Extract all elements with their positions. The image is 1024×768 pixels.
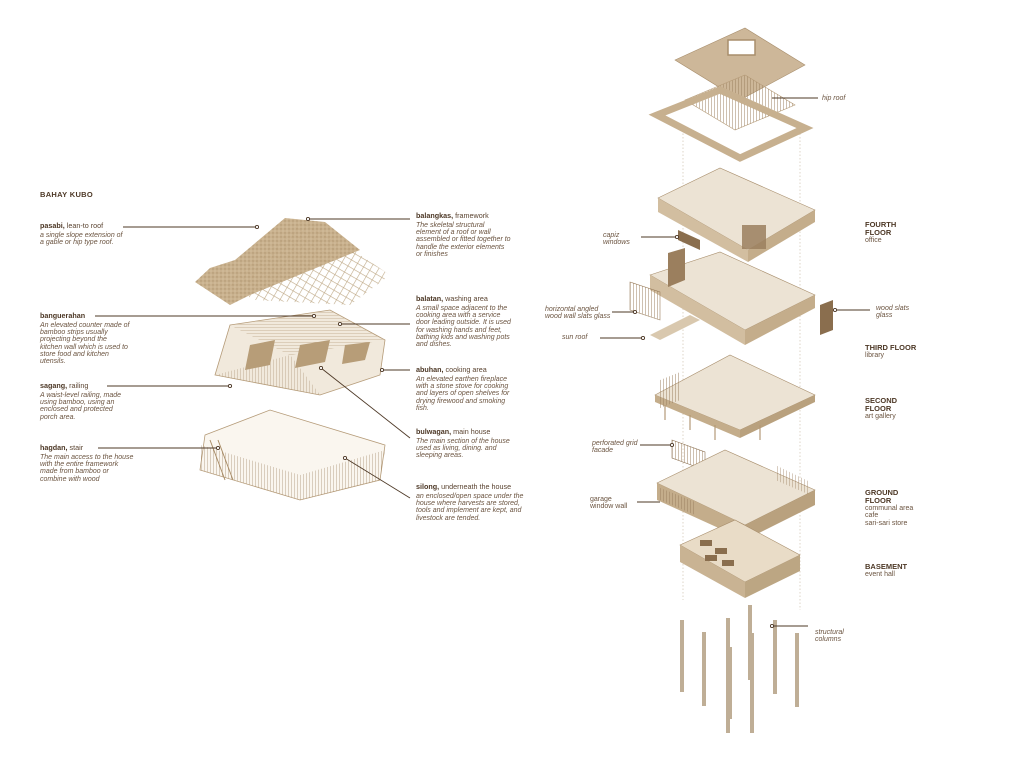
label-sagang: sagang, railing A waist-level railing, m… — [40, 382, 130, 421]
term-subtitle: railing — [67, 381, 89, 390]
floor-use: communal area — [865, 505, 914, 512]
label-abuhan: abuhan, cooking area An elevated earthen… — [416, 366, 516, 412]
floor-label-ground: GROUND FLOOR communal area cafe sari-sar… — [865, 489, 925, 527]
label-balangkas: balangkas, framework The skeletal struct… — [416, 212, 511, 258]
label-hagdan: hagdan, stair The main access to the hou… — [40, 444, 135, 483]
term-subtitle: underneath the house — [439, 482, 512, 491]
floor-name: THIRD FLOOR — [865, 343, 917, 352]
term-description: The skeletal structural element of a roo… — [416, 222, 511, 258]
term-description: The main section of the house used as li… — [416, 438, 510, 460]
term-subtitle: framework — [453, 211, 489, 220]
term: hagdan, — [40, 443, 68, 452]
label-banguerahan: banguerahan An elevated counter made of … — [40, 311, 130, 366]
term-subtitle: stair — [67, 443, 84, 452]
term-description: The main access to the house with the en… — [40, 454, 134, 483]
leader-lines — [95, 97, 870, 629]
callout-garage-window-wall: garage window wall — [590, 496, 628, 511]
term: balatan, — [416, 294, 444, 303]
term-description: An elevated counter made of bamboo strip… — [40, 322, 130, 366]
floor-use: art gallery — [865, 413, 896, 420]
floor-label-third: THIRD FLOOR library — [865, 343, 935, 360]
callout-horizontal-slats: horizontal angled wood wall slats glass — [545, 306, 611, 321]
term-description: a single slope extension of a gable or h… — [40, 232, 123, 247]
floor-label-fourth: FOURTH FLOOR office — [865, 220, 910, 245]
exploded-axonometric-drawing — [629, 27, 833, 733]
floor-name: FOURTH FLOOR — [865, 220, 897, 237]
callout-sun-roof: sun roof — [562, 334, 588, 341]
term: balangkas, — [416, 211, 454, 220]
term-subtitle: main house — [451, 427, 491, 436]
floor-name: GROUND FLOOR — [865, 488, 899, 505]
term-description: A waist-level railing, made using bamboo… — [40, 392, 122, 421]
floor-use: library — [865, 352, 885, 359]
floor-use: cafe — [865, 512, 879, 520]
term: pasabi, — [40, 221, 65, 230]
label-balatan: balatan, washing area A small space adja… — [416, 294, 516, 349]
term: abuhan, — [416, 365, 444, 374]
bahay-kubo-drawing — [195, 218, 390, 501]
floor-use: office — [865, 237, 882, 244]
label-bulwagan: bulwagan, main house The main section of… — [416, 428, 516, 460]
callout-wood-slats-glass: wood slats glass — [876, 305, 910, 320]
term: bulwagan, — [416, 427, 452, 436]
term-description: A small space adjacent to the cooking ar… — [416, 305, 511, 349]
label-pasabi: pasabi, lean-to roof a single slope exte… — [40, 221, 125, 247]
diagram-title: BAHAY KUBO — [40, 190, 94, 199]
term-description: An elevated earthen fireplace with a sto… — [416, 376, 510, 412]
term: silong, — [416, 482, 440, 491]
term-subtitle: washing area — [443, 294, 488, 303]
callout-capiz-windows: capiz windows — [603, 232, 630, 247]
term-subtitle: cooking area — [443, 365, 487, 374]
floor-name: BASEMENT — [865, 562, 908, 571]
term: sagang, — [40, 381, 68, 390]
label-silong: silong, underneath the house an enclosed… — [416, 483, 526, 522]
floor-label-basement: BASEMENT event hall — [865, 562, 925, 579]
callout-structural-columns: structural columns — [815, 629, 844, 644]
floor-use: event hall — [865, 571, 895, 578]
term-subtitle: lean-to roof — [64, 221, 104, 230]
term: banguerahan — [40, 311, 86, 320]
term-description: an enclosed/open space under the house w… — [416, 493, 524, 522]
callout-perforated-facade: perforated grid facade — [592, 440, 638, 455]
floor-label-second: SECOND FLOOR art gallery — [865, 396, 910, 421]
callout-hip-roof: hip roof — [822, 95, 846, 102]
floor-use: sari-sari store — [865, 519, 908, 527]
floor-name: SECOND FLOOR — [865, 396, 898, 413]
